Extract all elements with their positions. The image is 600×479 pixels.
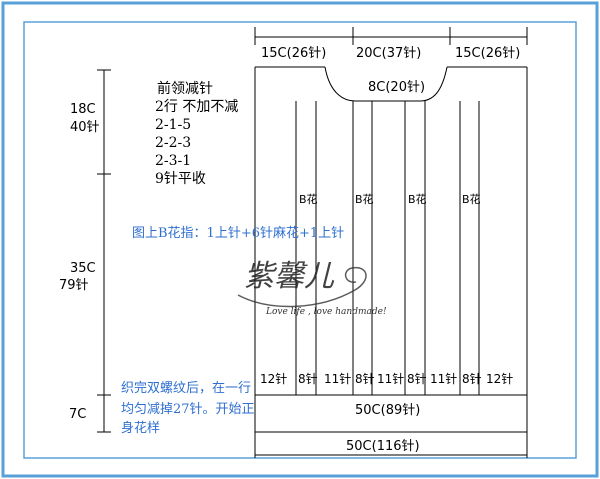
rib-note-line: 身花样 [121,420,160,436]
top-dimension [254,27,528,45]
bottom-dimension [254,432,528,458]
left-upper-cm: 18C [70,102,96,117]
bottom-count: 11针 [324,371,351,386]
total-width: 50C(116针) [346,439,420,454]
neck-note-title: 前领减针 [157,80,213,97]
inner-frame [23,21,577,459]
bottom-count: 11针 [377,371,404,386]
left-middle-st: 79针 [59,278,89,293]
rib-width: 50C(89针) [355,403,420,418]
b-cable-label: B花 [299,193,318,206]
top-dim-left: 15C(26针) [261,46,326,61]
bottom-count: 8针 [298,371,318,386]
watermark-swirl [237,266,367,308]
bottom-count: 12针 [260,371,287,386]
b-cable-label: B花 [462,193,481,206]
left-lower-cm: 7C [69,407,86,422]
rib-note-line: 均匀减掉27针。开始正 [121,402,255,417]
bottom-count: 8针 [462,371,482,386]
neck-note-line: 2-3-1 [155,153,191,169]
left-upper-st: 40针 [70,120,100,135]
neck-label: 8C(20针) [368,80,425,95]
watermark-subtitle: Love life , love handmade! [265,307,387,317]
bottom-count: 8针 [407,371,427,386]
neck-note-line: 9针平收 [155,171,206,187]
left-middle-cm: 35C [70,261,96,276]
watermark-title: 紫馨儿 [244,259,335,294]
b-cable-label: B花 [408,193,427,206]
neck-note-line: 2-1-5 [155,117,191,133]
bottom-count: 11针 [430,371,457,386]
top-dim-right: 15C(26针) [455,46,520,61]
bottom-count: 8针 [355,371,375,386]
top-dim-center: 20C(37针) [356,46,421,61]
b-cable-label: B花 [355,193,374,206]
bottom-count: 12针 [486,371,513,386]
garment-outline [254,66,528,433]
neck-note-line: 2行 不加不减 [155,99,238,115]
neck-note-line: 2-2-3 [155,135,191,151]
rib-note-line: 织完双螺纹后，在一行 [121,381,251,396]
left-dimension [97,69,111,433]
watermark-logo: 紫馨儿 Love life , love handmade! [237,259,387,317]
pattern-note: 图上B花指：1上针+6针麻花+1上针 [132,225,344,241]
neck-note: 前领减针 2行 不加不减 2-1-5 2-2-3 2-3-1 9针平收 [155,80,238,187]
